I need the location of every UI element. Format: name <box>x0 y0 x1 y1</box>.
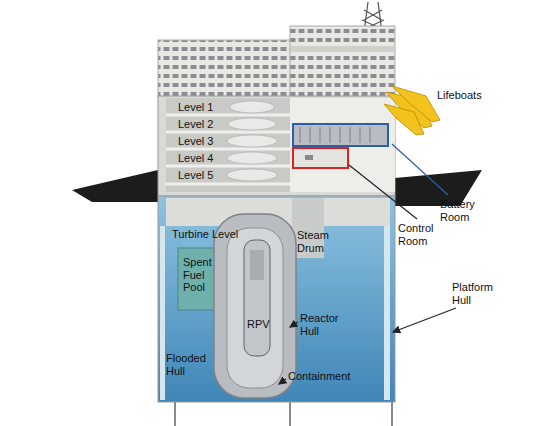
part-label: Reactor Hull <box>300 312 348 337</box>
part-label: Level 4 <box>178 152 213 165</box>
part-label: Containment <box>288 370 350 383</box>
part-label: Level 5 <box>178 169 213 182</box>
part-label: Spent Fuel Pool <box>183 256 219 294</box>
part-label: Battery Room <box>440 198 490 223</box>
part-label: Level 1 <box>178 101 213 114</box>
part-label: Level 2 <box>178 118 213 131</box>
part-label: Control Room <box>398 222 448 247</box>
part-label: Turbine Level <box>172 228 238 241</box>
part-label: Level 3 <box>178 135 213 148</box>
part-label: Platform Hull <box>452 281 502 306</box>
part-label: Flooded Hull <box>166 352 216 377</box>
part-label: RPV <box>247 318 270 331</box>
part-label: Steam Drum <box>297 229 327 254</box>
part-label: Lifeboats <box>437 89 482 102</box>
